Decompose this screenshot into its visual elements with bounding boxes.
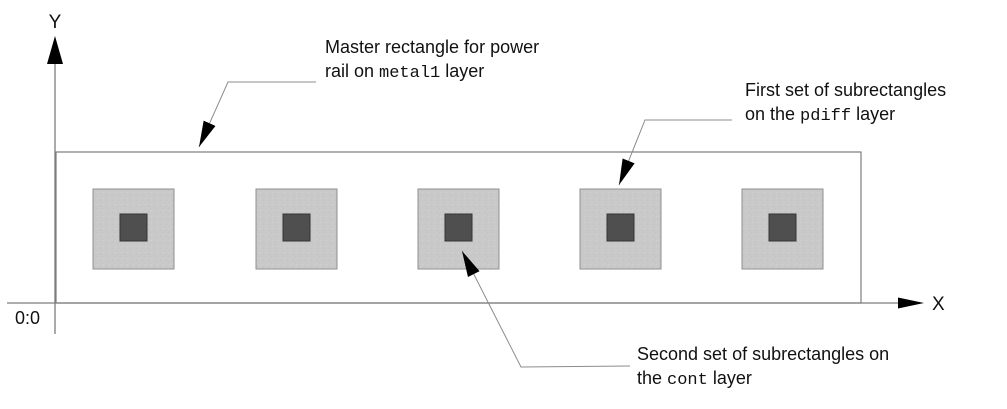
leader-cont [461, 250, 631, 368]
annotation-cont-line2-post: layer [707, 368, 752, 388]
annotation-cont-line2: the cont layer [637, 366, 889, 393]
cell-3 [417, 188, 500, 270]
cont-subrectangle [119, 213, 148, 242]
annotation-master-layer-code: metal1 [379, 64, 441, 83]
annotation-pdiff-line2-pre: on the [745, 104, 801, 124]
cont-subrectangle [282, 213, 311, 242]
annotation-pdiff-layer-code: pdiff [800, 107, 852, 126]
annotation-master-rect: Master rectangle for power rail on metal… [325, 35, 539, 86]
annotation-master-line2: rail on metal1 layer [325, 59, 539, 86]
annotation-cont-line2-pre: the [637, 368, 668, 388]
cell-5 [741, 188, 824, 270]
y-axis-label: Y [49, 12, 62, 33]
leader-pdiff [618, 119, 732, 186]
cell-2 [255, 188, 338, 270]
cell-4 [579, 188, 662, 270]
leader-master-rect [198, 81, 316, 148]
annotation-pdiff-line2-post: layer [851, 104, 896, 124]
annotation-pdiff-line1: First set of subrectangles [745, 80, 947, 100]
master-rectangle-metal1 [55, 151, 862, 304]
annotation-master-line2-post: layer [440, 61, 485, 81]
origin-label: 0:0 [15, 308, 40, 328]
x-axis-arrowhead-icon [898, 297, 924, 309]
cont-subrectangle [444, 213, 473, 242]
cell-1 [92, 188, 175, 270]
cont-subrectangle [606, 213, 635, 242]
annotation-master-line1: Master rectangle for power [325, 37, 540, 57]
annotation-cont-layer-code: cont [667, 371, 708, 390]
annotation-master-line2-pre: rail on [325, 61, 380, 81]
x-axis-label: X [932, 294, 945, 315]
cont-subrectangle [768, 213, 797, 242]
y-axis-arrowhead-icon [47, 36, 63, 64]
annotation-cont-line1: Second set of subrectangles on [637, 344, 890, 364]
annotation-pdiff: First set of subrectangles on the pdiff … [745, 78, 946, 129]
annotation-cont: Second set of subrectangles on the cont … [637, 342, 889, 393]
annotation-pdiff-line2: on the pdiff layer [745, 102, 946, 129]
